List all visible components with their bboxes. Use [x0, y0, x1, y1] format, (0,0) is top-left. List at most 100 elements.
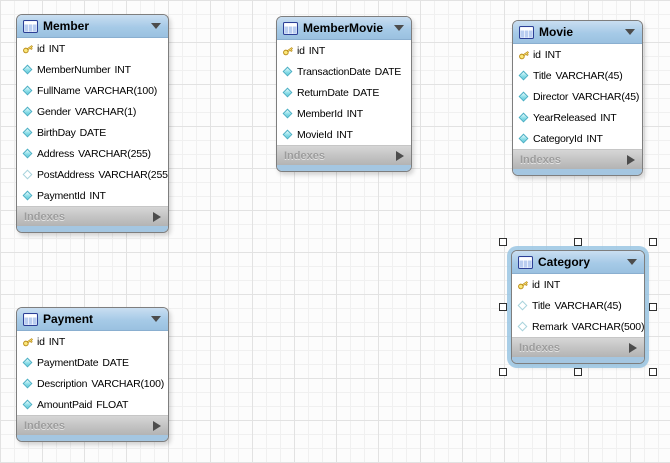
- table-title: Category: [538, 255, 591, 269]
- table-header[interactable]: Member: [17, 15, 168, 38]
- collapse-arrow-icon[interactable]: [625, 29, 635, 35]
- expand-arrow-icon[interactable]: [153, 211, 161, 222]
- column-notnull-diamond-icon: [517, 132, 530, 145]
- expand-arrow-icon[interactable]: [153, 420, 161, 431]
- indexes-footer[interactable]: Indexes: [17, 206, 168, 226]
- column-type: DATE: [102, 356, 129, 369]
- indexes-footer[interactable]: Indexes: [17, 415, 168, 435]
- column-type: INT: [543, 278, 561, 291]
- column-type: INT: [89, 189, 106, 202]
- expand-arrow-icon[interactable]: [629, 342, 637, 353]
- column-type: INT: [48, 42, 66, 55]
- column-notnull-diamond-icon: [21, 147, 34, 160]
- selection-handle-bl[interactable]: [499, 368, 507, 376]
- column-type: DATE: [79, 126, 107, 139]
- selection-handle-tm[interactable]: [574, 238, 582, 246]
- selection-handle-mr[interactable]: [649, 303, 657, 311]
- indexes-footer[interactable]: Indexes: [512, 337, 644, 357]
- table-bottom-strip: [277, 165, 411, 171]
- table-title: Movie: [539, 25, 574, 39]
- column-notnull-diamond-icon: [21, 398, 34, 411]
- column-name: Gender: [37, 105, 71, 118]
- indexes-label: Indexes: [24, 210, 65, 223]
- table-title: Member: [43, 19, 90, 33]
- column-name: AmountPaid: [37, 398, 93, 411]
- column-type: INT: [308, 44, 326, 57]
- column-name: MovieId: [297, 128, 333, 141]
- collapse-arrow-icon[interactable]: [627, 259, 637, 265]
- column-name: Description: [37, 377, 88, 390]
- indexes-footer[interactable]: Indexes: [277, 145, 411, 165]
- column-type: INT: [48, 335, 66, 348]
- expand-arrow-icon[interactable]: [396, 150, 404, 161]
- column-name: ReturnDate: [297, 86, 349, 99]
- column-name: CategoryId: [533, 132, 583, 145]
- table-header[interactable]: Movie: [513, 21, 642, 44]
- column-type: VARCHAR(255): [78, 147, 151, 160]
- primary-key-icon: [516, 278, 529, 291]
- column-notnull-diamond-icon: [21, 356, 34, 369]
- column-name: id: [37, 335, 45, 348]
- table-header[interactable]: Category: [512, 251, 644, 274]
- expand-arrow-icon[interactable]: [627, 154, 635, 165]
- selection-handle-bm[interactable]: [574, 368, 582, 376]
- column-notnull-diamond-icon: [21, 189, 34, 202]
- table-bottom-strip: [513, 169, 642, 175]
- column-type: INT: [336, 128, 353, 141]
- table-bottom-strip: [512, 357, 644, 363]
- collapse-arrow-icon[interactable]: [394, 25, 404, 31]
- selection-handle-ml[interactable]: [499, 303, 507, 311]
- selection-handle-br[interactable]: [649, 368, 657, 376]
- indexes-footer[interactable]: Indexes: [513, 149, 642, 169]
- collapse-arrow-icon[interactable]: [151, 23, 161, 29]
- selection-handle-tr[interactable]: [649, 238, 657, 246]
- table-bottom-strip: [17, 226, 168, 232]
- selection-handle-tl[interactable]: [499, 238, 507, 246]
- table-header[interactable]: MemberMovie: [277, 17, 411, 40]
- table-header[interactable]: Payment: [17, 308, 168, 331]
- column-name: Remark: [532, 320, 568, 333]
- column-type: VARCHAR(45): [572, 90, 640, 103]
- column-name: id: [297, 44, 305, 57]
- column-type: VARCHAR(100): [84, 84, 158, 97]
- collapse-arrow-icon[interactable]: [151, 316, 161, 322]
- table-bottom-strip: [17, 435, 168, 441]
- column-name: Director: [533, 90, 569, 103]
